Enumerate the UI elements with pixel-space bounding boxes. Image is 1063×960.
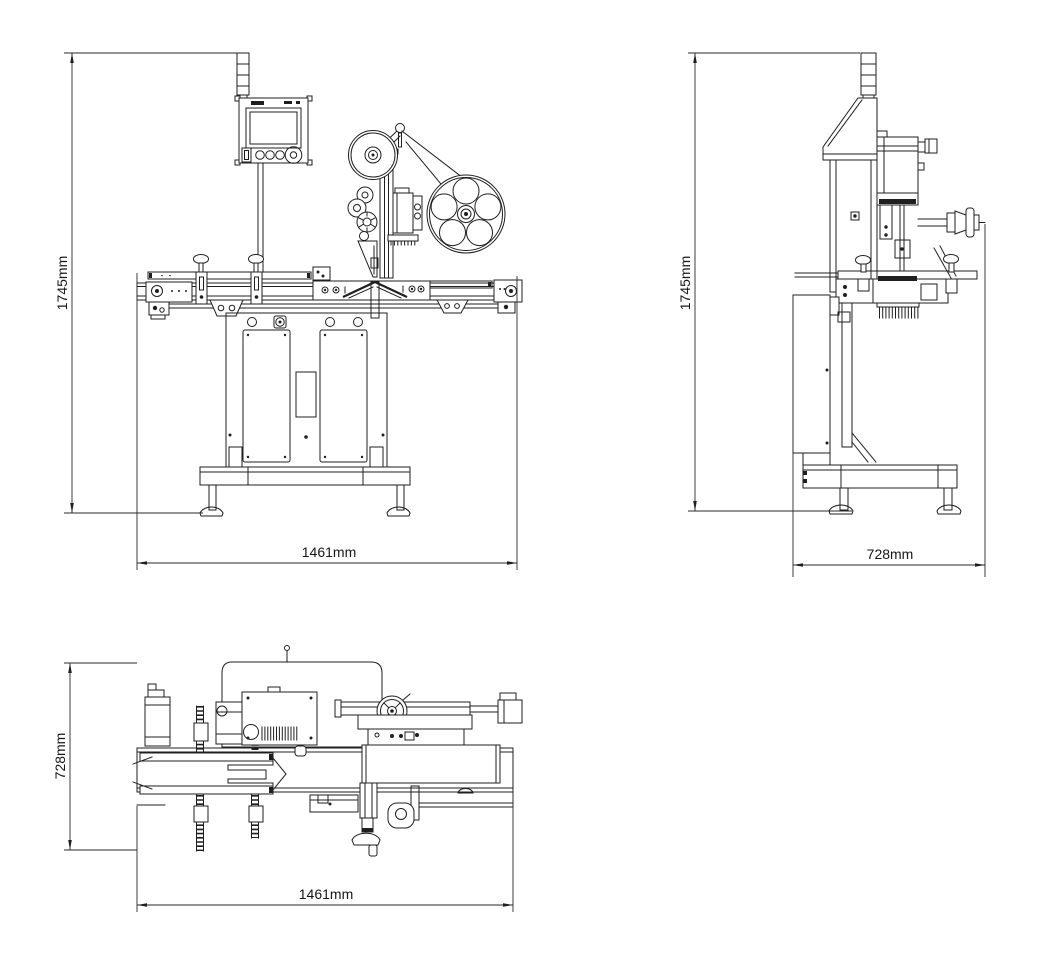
front-height-dimension: 1745mm	[54, 52, 237, 514]
top-adjustment-screws	[193, 705, 264, 852]
top-depth-dimension: 728mm	[52, 662, 137, 851]
rewind-reel	[426, 174, 506, 254]
side-head-cover	[822, 97, 878, 161]
front-mast	[236, 52, 250, 99]
rail-clamp-knob	[248, 254, 264, 305]
cabinet-side-panel	[792, 294, 831, 454]
top-view: 728mm 1461mm	[52, 645, 523, 912]
front-label-applicator	[347, 123, 506, 279]
right-guide-rail	[429, 280, 493, 289]
rail-clamp-knob	[193, 254, 209, 305]
side-width-dimension: 728mm	[792, 224, 986, 577]
guide-rollers	[347, 186, 378, 241]
brush-comb	[879, 306, 919, 319]
flow-direction-arrow	[227, 756, 287, 792]
side-height-label: 1745mm	[677, 256, 693, 310]
motor-box	[241, 686, 318, 746]
top-applicator-foot	[309, 782, 514, 857]
hmi-button	[265, 150, 275, 160]
top-width-dimension: 1461mm	[136, 790, 514, 912]
hmi-button	[255, 150, 265, 160]
right-end-roller	[493, 279, 523, 314]
hmi-screen	[245, 107, 302, 149]
side-view: 1745mm 728mm	[677, 52, 986, 577]
leveling-foot	[386, 506, 411, 517]
front-stand	[199, 312, 411, 517]
side-applicator	[876, 130, 938, 271]
hmi-estop-knob	[284, 146, 303, 164]
side-mast	[860, 52, 877, 99]
top-guide-rail	[139, 752, 274, 762]
cabinet-door-left	[242, 329, 291, 463]
top-guide-rail	[139, 785, 274, 795]
rail-clamp-knob	[855, 255, 871, 265]
front-support-pole	[257, 162, 264, 273]
hmi-rocker-switch	[241, 147, 252, 163]
side-column	[829, 159, 878, 293]
clamp-knob	[924, 138, 938, 154]
dancer-roller	[395, 123, 405, 133]
front-width-label: 1461mm	[302, 544, 356, 560]
left-end-roller	[145, 281, 193, 320]
rail-clamp-knob	[943, 254, 959, 264]
top-depth-label: 728mm	[52, 733, 68, 780]
right-end-block	[497, 699, 523, 724]
side-width-label: 728mm	[867, 546, 914, 562]
base-beam	[199, 466, 411, 486]
front-conveyor	[136, 254, 523, 320]
front-width-dimension: 1461mm	[136, 273, 518, 570]
leveling-foot	[828, 504, 854, 515]
hmi-logo-mark	[251, 101, 264, 105]
top-conveyor-band	[132, 744, 514, 806]
peeler-blade	[357, 240, 379, 278]
front-view: 1745mm 1461mm	[54, 52, 523, 570]
leveling-foot	[936, 504, 962, 515]
front-height-label: 1745mm	[54, 256, 70, 310]
left-guide-rail	[147, 271, 312, 280]
side-stand	[792, 294, 962, 515]
unwind-reel	[348, 130, 398, 180]
print-engine	[392, 187, 423, 234]
top-drive-unit	[144, 683, 318, 757]
base-beam	[802, 464, 958, 489]
cabinet-door-right	[319, 329, 368, 463]
top-width-label: 1461mm	[299, 886, 353, 902]
sensor-bracket	[312, 266, 331, 281]
side-height-dimension: 1745mm	[677, 52, 860, 512]
hmi-button	[275, 150, 285, 160]
front-hmi-panel	[234, 95, 313, 166]
exit-belt	[361, 744, 501, 784]
leveling-foot	[199, 506, 224, 517]
top-cross-rail	[334, 692, 523, 746]
